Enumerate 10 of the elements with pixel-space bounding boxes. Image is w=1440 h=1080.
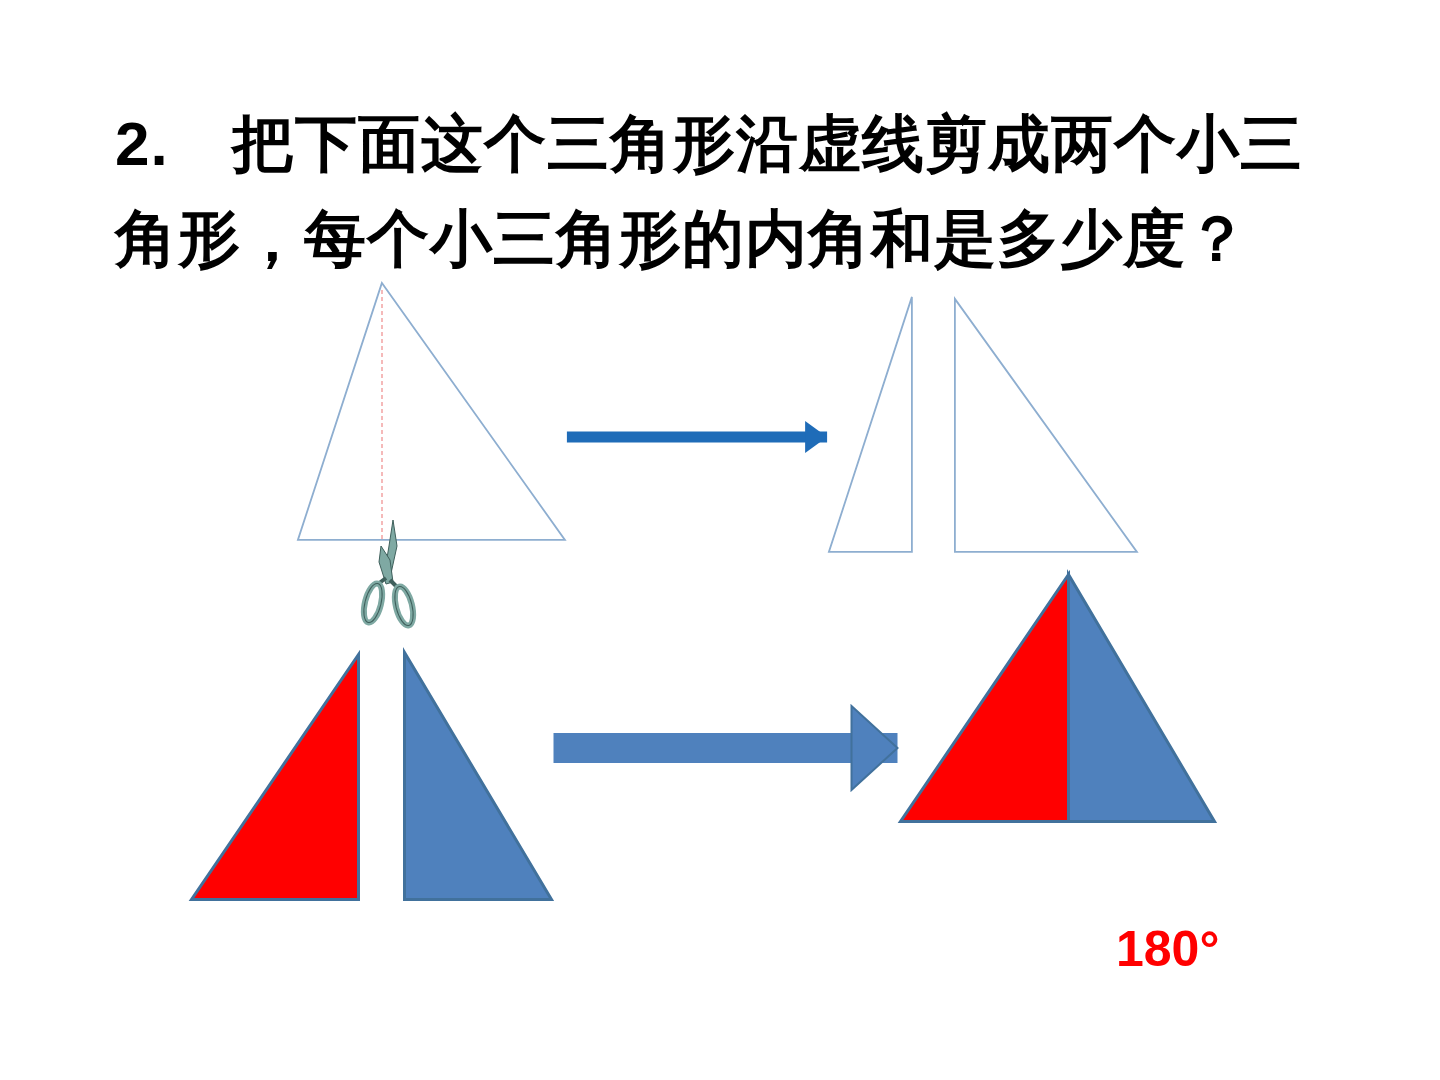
question-heading: 2. 把下面这个三角形沿虚线剪成两个小三角形，每个小三角形的内角和是多少度？ [115,108,1304,275]
cut-piece [401,649,554,902]
cut-piece [827,295,914,554]
cut-piece [953,297,1139,554]
arrow [566,421,828,453]
cut-piece [188,651,361,902]
answer-text: 180° [1116,921,1220,977]
paper-triangle [296,281,567,542]
arrow [553,705,899,791]
joined-triangle [897,571,1217,824]
